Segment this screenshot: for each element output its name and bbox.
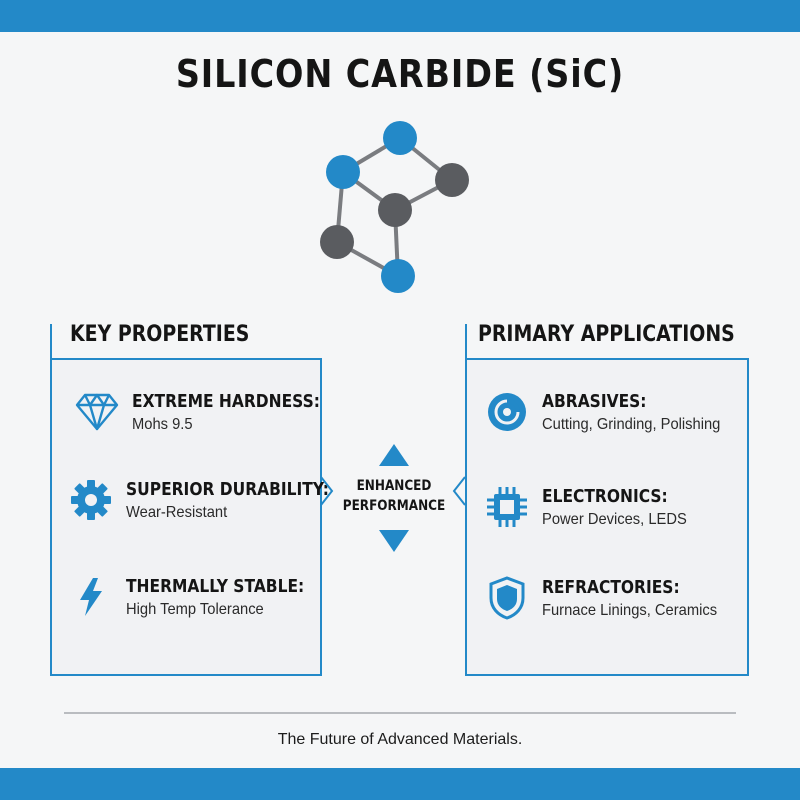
callout-line-2: PERFORMANCE [342,498,446,514]
property-title: THERMALLY STABLE: [126,575,305,597]
footer-tagline: The Future of Advanced Materials. [277,731,523,748]
property-subtitle: Mohs 9.5 [132,415,193,433]
callout-line-1: ENHANCED [356,478,432,494]
bottom-accent-band [0,768,800,800]
application-title: REFRACTORIES: [542,576,680,598]
application-item-electronics: ELECTRONICS: Power Devices, LEDS [482,482,699,532]
application-title: ABRASIVES: [542,390,647,412]
arrow-down-icon [379,530,409,552]
property-title: EXTREME HARDNESS: [132,390,320,412]
disc-icon [482,387,532,437]
property-subtitle: Wear-Resistant [126,503,228,521]
connector-chevron-right [452,476,466,506]
property-title: SUPERIOR DURABILITY: [126,478,329,500]
enhanced-performance-callout: ENHANCED PERFORMANCE [332,444,456,552]
page-title: SILICON CARBIDE (SiC) [175,52,625,96]
application-subtitle: Furnace Linings, Ceramics [542,601,718,619]
silicon-atom [383,121,417,155]
property-item-hardness: EXTREME HARDNESS: Mohs 9.5 [72,387,351,437]
panel-bracket-right [465,324,467,360]
key-properties-panel [50,358,322,676]
chip-icon [482,482,532,532]
connector-chevron-left [320,476,334,506]
panel-bracket-left [50,324,52,360]
application-subtitle: Power Devices, LEDS [542,510,687,528]
carbon-atom [435,163,469,197]
primary-applications-heading: PRIMARY APPLICATIONS [478,322,735,347]
footer-divider [64,712,736,714]
application-title: ELECTRONICS: [542,485,668,507]
gear-icon [66,475,116,525]
lightning-icon [66,572,116,622]
silicon-atom [381,259,415,293]
property-item-durability: SUPERIOR DURABILITY: Wear-Resistant [66,475,362,525]
shield-icon [482,573,532,623]
arrow-up-icon [379,444,409,466]
application-subtitle: Cutting, Grinding, Polishing [542,415,721,433]
application-item-abrasives: ABRASIVES: Cutting, Grinding, Polishing [482,387,736,437]
carbon-atom [320,225,354,259]
property-subtitle: High Temp Tolerance [126,600,264,618]
molecule-structure-icon [320,121,469,293]
application-item-refractories: REFRACTORIES: Furnace Linings, Ceramics [482,573,732,623]
silicon-atom [326,155,360,189]
key-properties-heading: KEY PROPERTIES [70,322,250,347]
property-item-thermal: THERMALLY STABLE: High Temp Tolerance [66,572,333,622]
top-accent-band [0,0,800,32]
diamond-icon [72,387,122,437]
carbon-atom [378,193,412,227]
